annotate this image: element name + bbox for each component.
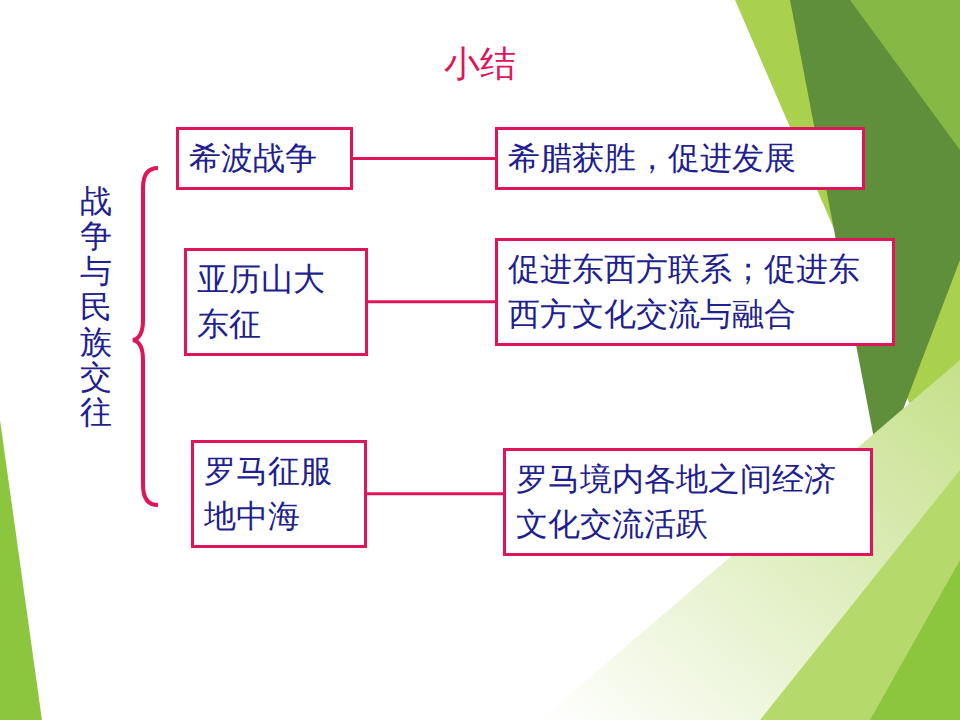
- text-box: 罗马征服地中海: [191, 440, 367, 548]
- box-text: 罗马境内各地之间经济文化交流活跃: [516, 457, 860, 547]
- connector-line: [367, 493, 503, 494]
- curly-bracket: [133, 168, 158, 505]
- connector-path: [353, 157, 495, 160]
- connector-line: [353, 158, 495, 159]
- slide-title: 小结: [0, 40, 960, 89]
- vertical-label: 战争与民族交往: [80, 184, 112, 430]
- box-text: 希波战争: [189, 136, 340, 181]
- box-text: 促进东西方联系；促进东西方文化交流与融合: [508, 247, 882, 337]
- box-text: 罗马征服地中海: [204, 449, 354, 539]
- text-box: 促进东西方联系；促进东西方文化交流与融合: [495, 238, 895, 346]
- connector-path: [368, 300, 495, 303]
- green-wedge: [870, 560, 960, 720]
- connector-line: [368, 301, 495, 302]
- green-wedge: [850, 0, 960, 150]
- connector-path: [367, 492, 503, 495]
- box-text: 亚历山大东征: [197, 257, 355, 347]
- text-box: 罗马境内各地之间经济文化交流活跃: [503, 448, 873, 556]
- text-box: 亚历山大东征: [184, 248, 368, 356]
- left-wedge: [0, 420, 42, 720]
- box-text: 希腊获胜，促进发展: [508, 136, 852, 181]
- text-box: 希腊获胜，促进发展: [495, 127, 865, 190]
- text-box: 希波战争: [176, 127, 353, 190]
